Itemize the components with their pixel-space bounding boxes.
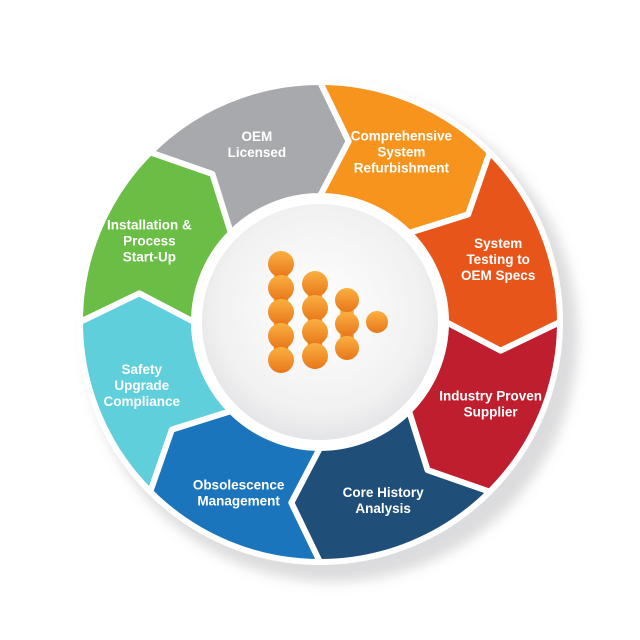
label-line: Obsolescence <box>193 478 285 493</box>
label-line: Process <box>123 234 176 249</box>
label-line: System <box>377 144 425 159</box>
logo-dot <box>335 336 359 360</box>
label-line: Upgrade <box>114 378 169 393</box>
logo-dot <box>335 312 359 336</box>
logo-dot <box>268 275 294 301</box>
label-line: Start-Up <box>123 250 176 265</box>
orange-dots-arrow-logo-icon <box>268 251 388 373</box>
label-line: Safety <box>122 362 163 377</box>
label-line: Compliance <box>104 394 181 409</box>
label-line: Testing to <box>466 252 530 267</box>
logo-dot <box>302 319 328 345</box>
logo-dot <box>268 299 294 325</box>
logo-dot <box>302 295 328 321</box>
label-line: Industry Proven <box>439 388 542 403</box>
label-line: OEM Specs <box>461 268 535 283</box>
label-line: Analysis <box>355 501 411 516</box>
logo-dot <box>335 288 359 312</box>
cycle-ring <box>77 79 563 565</box>
logo-dot <box>302 343 328 369</box>
logo-dot <box>302 271 328 297</box>
logo-dot <box>366 311 388 333</box>
label-line: Refurbishment <box>354 160 450 175</box>
label-line: Supplier <box>464 404 519 419</box>
label-line: System <box>474 236 522 251</box>
logo-dot <box>268 251 294 277</box>
label-line: Installation & <box>107 218 192 233</box>
logo-dot <box>268 347 294 373</box>
label-line: Comprehensive <box>351 128 453 143</box>
logo-dot <box>268 323 294 349</box>
label-line: Management <box>197 494 280 509</box>
label-line: OEM <box>242 129 273 144</box>
label-line: Licensed <box>228 145 287 160</box>
label-line: Core History <box>343 485 425 500</box>
